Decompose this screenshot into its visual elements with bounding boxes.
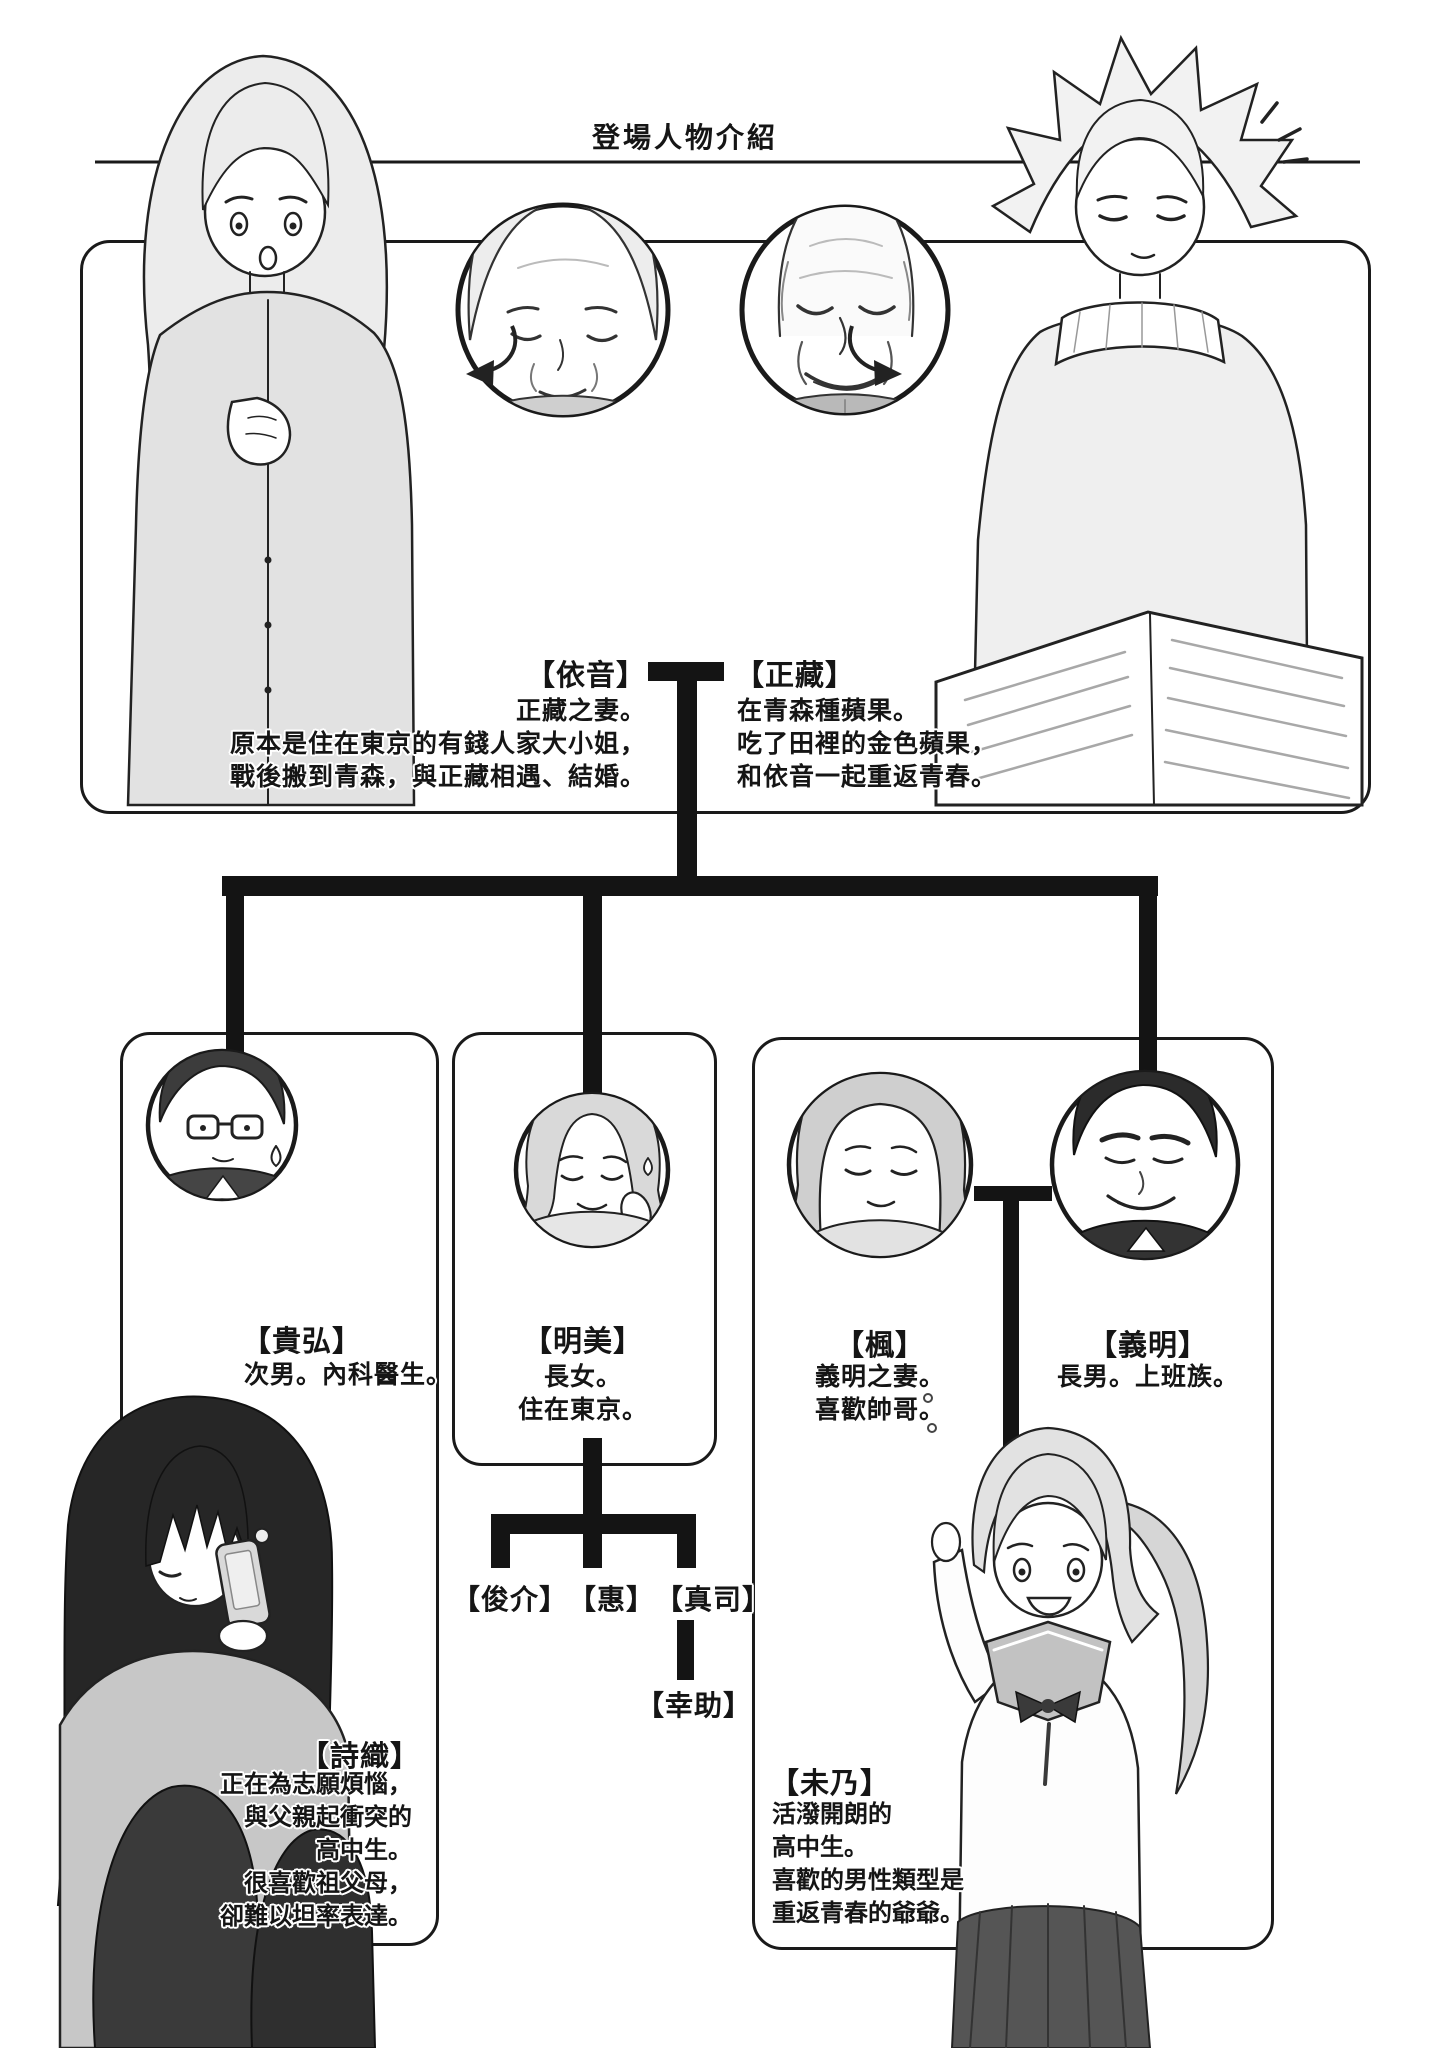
desc-line: 次男。內科醫生。	[244, 1360, 453, 1389]
desc-line: 喜歡帥哥。	[814, 1395, 945, 1424]
character-desc-mino: 活潑開朗的 高中生。 喜歡的男性類型是 重返青春的爺爺。	[772, 1798, 1032, 1930]
desc-line: 很喜歡祖父母，	[244, 1869, 412, 1897]
trunk-line	[677, 662, 697, 896]
page-title: 登場人物介紹	[591, 121, 778, 154]
desc-line: 原本是住在東京的有錢人家大小姐，	[229, 729, 646, 758]
desc-line: 高中生。	[772, 1833, 868, 1861]
takahiro-portrait	[145, 1048, 299, 1202]
desc-line: 喜歡的男性類型是	[772, 1866, 964, 1894]
masazo-young-portrait	[934, 34, 1364, 807]
shunsuke-stub	[491, 1530, 510, 1568]
kaede-portrait	[786, 1071, 974, 1259]
desc-line: 和依音一起重返青春。	[737, 762, 998, 791]
desc-line: 在青森種蘋果。	[737, 696, 920, 725]
yine-young-portrait	[126, 54, 416, 807]
character-name-mino: 【未乃】	[770, 1766, 891, 1800]
character-name-shinji: 【真司】	[655, 1583, 772, 1616]
mino-portrait	[930, 1426, 1210, 2048]
desc-line: 長男。上班族。	[1056, 1362, 1239, 1391]
desc-line: 重返青春的爺爺。	[772, 1899, 964, 1927]
yoshiaki-drop	[1139, 892, 1157, 1077]
character-desc-kaede: 義明之妻。 喜歡帥哥。	[790, 1360, 970, 1426]
character-name-yoshiaki: 【義明】	[1087, 1328, 1208, 1362]
akemi-portrait	[513, 1091, 671, 1249]
rejuvenation-arrow-right-icon	[848, 325, 902, 386]
children-bar	[222, 876, 1158, 896]
character-name-masazo: 【正藏】	[735, 658, 856, 692]
megumi-stub	[583, 1530, 602, 1568]
character-name-kaede: 【楓】	[834, 1328, 925, 1362]
yine-old-portrait	[455, 202, 671, 418]
grandkids-bar	[491, 1514, 696, 1534]
kosuke-drop	[677, 1620, 694, 1680]
desc-line: 卻難以坦率表達。	[220, 1902, 412, 1930]
character-name-shiori: 【詩織】	[300, 1739, 421, 1773]
character-desc-akemi: 長女。 住在東京。	[455, 1360, 711, 1426]
grandparents-box	[80, 240, 1371, 814]
couple-bar	[974, 1186, 1052, 1201]
character-name-takahiro: 【貴弘】	[242, 1324, 363, 1358]
desc-line: 高中生。	[316, 1836, 412, 1864]
desc-line: 住在東京。	[517, 1395, 648, 1424]
desc-line: 與父親起衝突的	[244, 1803, 412, 1831]
character-desc-takahiro: 次男。內科醫生。	[244, 1358, 464, 1391]
character-name-akemi: 【明美】	[522, 1324, 643, 1358]
family-tree-lines	[222, 662, 1158, 1680]
shiori-portrait	[56, 1395, 377, 2048]
akemi-drop-top	[583, 892, 602, 1097]
character-desc-masazo: 在青森種蘋果。 吃了田裡的金色蘋果， 和依音一起重返青春。	[737, 694, 1257, 793]
desc-line: 義明之妻。	[814, 1362, 945, 1391]
shinji-stub	[677, 1530, 696, 1568]
desc-line: 長女。	[543, 1362, 622, 1391]
masazo-old-portrait	[739, 204, 951, 416]
desc-line: 活潑開朗的	[772, 1800, 892, 1828]
takahiro-drop	[226, 892, 244, 1060]
rejuvenation-arrow-left-icon	[466, 325, 518, 386]
character-name-kosuke: 【幸助】	[636, 1689, 753, 1722]
character-desc-yoshiaki: 長男。上班族。	[1038, 1360, 1258, 1393]
grandchildren-names: 【俊介】【惠】【真司】	[452, 1578, 771, 1618]
character-name-yine: 【依音】	[525, 658, 646, 692]
akemi-drop-bottom	[583, 1438, 602, 1530]
character-desc-shiori: 正在為志願煩惱， 與父親起衝突的 高中生。 很喜歡祖父母， 卻難以坦率表達。	[140, 1768, 412, 1933]
desc-line: 吃了田裡的金色蘋果，	[737, 729, 998, 758]
desc-line: 正藏之妻。	[515, 696, 646, 725]
character-name-shunsuke: 【俊介】	[452, 1583, 569, 1616]
character-desc-yine: 正藏之妻。 原本是住在東京的有錢人家大小姐， 戰後搬到青森，與正藏相遇、結婚。	[126, 694, 646, 793]
desc-line: 戰後搬到青森，與正藏相遇、結婚。	[229, 762, 646, 791]
desc-line: 正在為志願煩惱，	[220, 1770, 412, 1798]
character-name-megumi: 【惠】	[568, 1583, 656, 1616]
